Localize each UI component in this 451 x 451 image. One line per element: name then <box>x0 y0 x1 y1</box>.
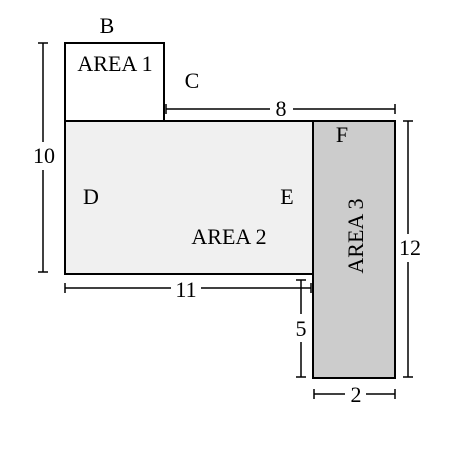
column-width-value: 2 <box>351 382 362 407</box>
inner-height-value: 5 <box>296 316 307 341</box>
area-3-label: AREA 3 <box>343 198 368 273</box>
area-3-rect <box>312 120 396 379</box>
area-2-rect <box>64 120 314 275</box>
inner-height-dimension <box>296 279 306 378</box>
point-b-label: B <box>100 13 115 38</box>
column-width-dimension <box>313 389 396 399</box>
area-1-rect <box>64 42 165 122</box>
right-height-dimension <box>403 120 413 378</box>
point-f-label: F <box>336 122 348 147</box>
right-height-value: 12 <box>399 235 421 260</box>
point-e-label: E <box>280 184 293 209</box>
area-2-label: AREA 2 <box>191 224 266 249</box>
area-1-label: AREA 1 <box>77 51 152 76</box>
left-height-dimension <box>38 42 48 273</box>
top-width-value: 8 <box>276 96 287 121</box>
left-height-value: 10 <box>33 143 55 168</box>
bottom-width-value: 11 <box>175 277 196 302</box>
bottom-width-dimension <box>64 283 312 293</box>
point-c-label: C <box>185 68 200 93</box>
top-width-dimension <box>165 104 396 114</box>
point-d-label: D <box>83 184 99 209</box>
